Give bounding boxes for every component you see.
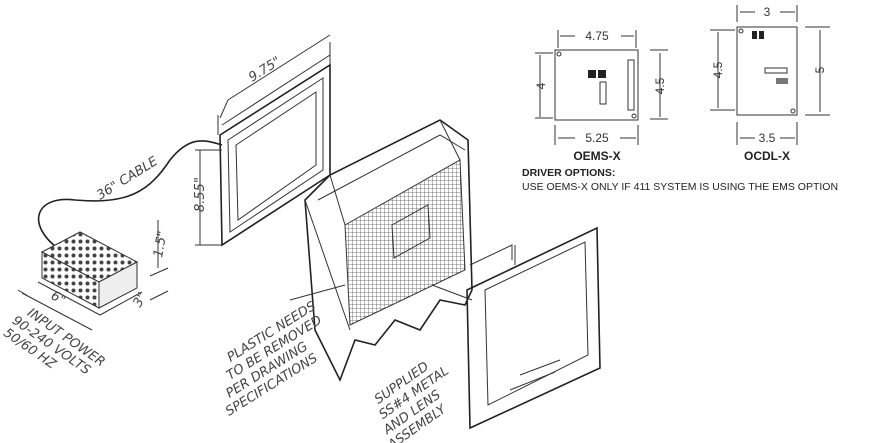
ocdl-top-dim: 3 (764, 5, 771, 19)
ocdl-left-dim: 4.5 (711, 61, 725, 78)
bezel-note: SUPPLIED SS#4 METAL AND LENS ASSEMBLY (372, 359, 452, 443)
oems-top-dim: 4.75 (585, 29, 609, 43)
oems-right-dim: 4.5 (653, 77, 667, 94)
cable (37, 140, 223, 251)
oems-x-board: 4.75 4 4.5 5.25 OEMS-X (534, 29, 668, 163)
psu-length-dim: 6" (48, 288, 68, 308)
psu-height-dim: 1.5" (151, 230, 170, 259)
metal-bezel (431, 226, 601, 430)
ocdl-label: OCDL-X (744, 149, 790, 163)
ocdl-bottom-dim: 3.5 (759, 131, 776, 145)
oems-label: OEMS-X (573, 149, 620, 163)
ocdl-right-dim: 5 (813, 66, 827, 73)
plastic-note: PLASTIC NEEDS TO BE REMOVED PER DRAWING … (223, 299, 325, 420)
ocdl-x-board: 3 4.5 5 3.5 OCDL-X (710, 5, 830, 163)
psu-depth-dim: 3" (130, 290, 150, 310)
driver-options-text: USE OEMS-X ONLY IF 411 SYSTEM IS USING T… (522, 181, 838, 193)
oems-bottom-dim: 5.25 (585, 131, 609, 145)
power-supply: 1.5" 6" 3" (17, 220, 171, 331)
driver-options-title: DRIVER OPTIONS: (522, 167, 615, 179)
panel-height-dim: 8.55" (193, 177, 208, 212)
panel-width-dim: 9.75" (246, 54, 284, 85)
sign-housing (289, 119, 473, 382)
input-power-label: INPUT POWER 90-240 VOLTS 50/60 HZ (0, 306, 107, 379)
oems-left-dim: 4 (534, 82, 548, 89)
